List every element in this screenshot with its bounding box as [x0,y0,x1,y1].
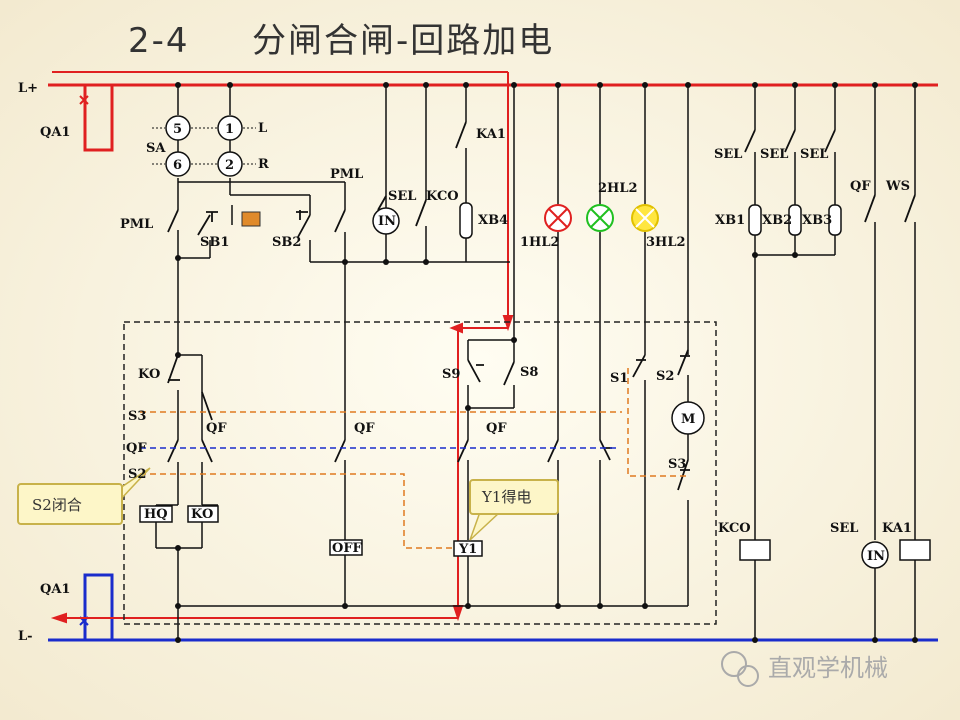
s1-linkage [627,368,688,477]
label-sel-a: SEL [714,147,742,162]
sa-contact-2 [217,151,243,177]
callout-y1-text: Y1得电 [481,488,531,506]
label-l-minus: L- [18,629,33,644]
label-ka1-bottom: KA1 [882,521,912,536]
label-kco-1: KCO [426,189,459,204]
sa-selector[interactable] [152,115,256,177]
label-s9: S9 [442,367,460,382]
conductors [155,85,916,640]
label-xb1: XB1 [715,213,745,228]
label-l: L [258,121,267,136]
in-meter-top [372,207,400,235]
title-number: 2-4 [128,21,190,61]
label-xb3: XB3 [802,213,832,228]
label-3hl2: 3HL2 [646,235,686,250]
callout-s2-text: S2闭合 [32,496,82,514]
label-contact-5: 5 [173,122,182,137]
component-labels: L+ L- QA1 QA1 SA 5 1 6 2 L R PML PML SB1… [18,81,912,644]
label-sa: SA [146,141,166,156]
label-y1: Y1 [458,542,477,557]
off-coil [329,539,363,556]
label-pml-top: PML [330,167,363,182]
label-s2-right: S2 [656,369,674,384]
ka1-coil [899,539,931,561]
current-path-arrow-top [50,71,514,624]
label-kco-2: KCO [718,521,751,536]
label-s3-right: S3 [668,457,686,472]
kco-coil [739,539,771,561]
label-sb2: SB2 [272,235,301,250]
label-qa1-bottom: QA1 [40,582,70,597]
label-r: R [258,157,269,172]
label-s1: S1 [610,371,628,386]
indicator-block [241,211,261,227]
callout-y1-energized: Y1得电 [469,479,559,541]
label-s8: S8 [520,365,538,380]
junction-dots [175,82,918,643]
label-m: M [681,412,695,427]
lamp-3hl2 [631,204,659,232]
switch-contacts [167,121,916,491]
label-ka1-top: KA1 [476,127,506,142]
label-contact-1: 1 [225,122,234,137]
in-meter-bottom [861,541,889,569]
title-text: 分闸合闸-回路加电 [252,21,554,61]
label-sel-b: SEL [760,147,788,162]
watermark: 直观学机械 [721,651,888,687]
label-in-2: IN [867,549,885,564]
mechanism-frame [123,321,717,625]
label-qf-mid: QF [354,421,375,436]
label-pml-left: PML [120,217,153,232]
sa-contact-6 [165,151,191,177]
label-ko-box: KO [191,507,213,522]
label-contact-2: 2 [225,158,234,173]
positive-bus [48,83,938,152]
sa-contact-1 [217,115,243,141]
label-xb2: XB2 [762,213,792,228]
label-in-1: IN [378,214,396,229]
wechat-icon [721,651,747,677]
label-s2-left: S2 [128,467,146,482]
sa-contact-5 [165,115,191,141]
label-sel-1: SEL [388,189,416,204]
label-sb1: SB1 [200,235,229,250]
label-qa1-top: QA1 [40,125,70,140]
label-s3-left: S3 [128,409,146,424]
y1-coil [453,540,483,557]
callout-s2-closed: S2闭合 [17,467,151,525]
label-l-plus: L+ [18,81,38,96]
label-ws: WS [885,179,910,194]
label-sel-2: SEL [830,521,858,536]
label-1hl2: 1HL2 [520,235,560,250]
label-hq: HQ [144,507,168,522]
label-qf-y: QF [486,421,507,436]
xb-connectors [459,202,842,239]
s2-linkage [140,473,454,549]
label-ko: KO [138,367,160,382]
qa1-top-switch [79,95,89,105]
label-qf-left-1: QF [126,441,147,456]
lamp-2hl2 [586,204,614,232]
motor-m [671,401,705,435]
watermark-text: 直观学机械 [768,654,888,682]
label-off: OFF [332,541,363,556]
label-qf-right: QF [850,179,871,194]
label-contact-6: 6 [173,158,182,173]
lamp-1hl2 [544,204,572,232]
hq-coil [139,505,173,523]
label-qf-left-2: QF [206,421,227,436]
ko-coil [187,505,219,523]
negative-bus [48,573,938,642]
label-2hl2: 2HL2 [598,181,638,196]
label-sel-c: SEL [800,147,828,162]
label-xb4: XB4 [478,213,508,228]
